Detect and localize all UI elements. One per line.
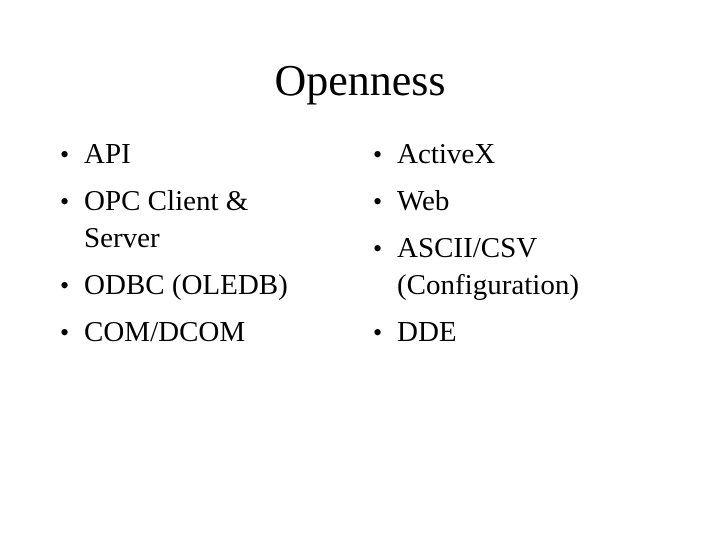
list-item: • COM/DCOM <box>59 314 359 351</box>
bullet-icon: • <box>60 187 70 216</box>
list-item-text: DDE <box>397 316 457 348</box>
right-column-list: • ActiveX • Web • ASCII/CSV (Configurati… <box>372 136 682 361</box>
list-item-text: OPC Client & Server <box>84 185 249 254</box>
list-item: • DDE <box>372 314 682 351</box>
list-item-text: API <box>84 138 131 170</box>
bullet-icon: • <box>373 140 383 169</box>
list-item-text: Web <box>397 185 450 217</box>
bullet-icon: • <box>60 140 70 169</box>
bullet-icon: • <box>373 234 383 263</box>
left-column-list: • API • OPC Client & Server • ODBC (OLED… <box>59 136 359 361</box>
slide-title: Openness <box>274 56 446 105</box>
bullet-icon: • <box>373 318 383 347</box>
list-item: • ActiveX <box>372 136 682 173</box>
list-item-text: COM/DCOM <box>84 316 246 348</box>
bullet-icon: • <box>60 318 70 347</box>
list-item-text: ODBC (OLEDB) <box>84 269 288 301</box>
list-item: • API <box>59 136 359 173</box>
list-item: • ASCII/CSV (Configuration) <box>372 230 682 304</box>
list-item: • Web <box>372 183 682 220</box>
bullet-icon: • <box>60 271 70 300</box>
list-item-text: ActiveX <box>397 138 496 170</box>
list-item: • OPC Client & Server <box>59 183 359 257</box>
list-item-text: ASCII/CSV (Configuration) <box>397 232 580 301</box>
list-item: • ODBC (OLEDB) <box>59 267 359 304</box>
bullet-icon: • <box>373 187 383 216</box>
